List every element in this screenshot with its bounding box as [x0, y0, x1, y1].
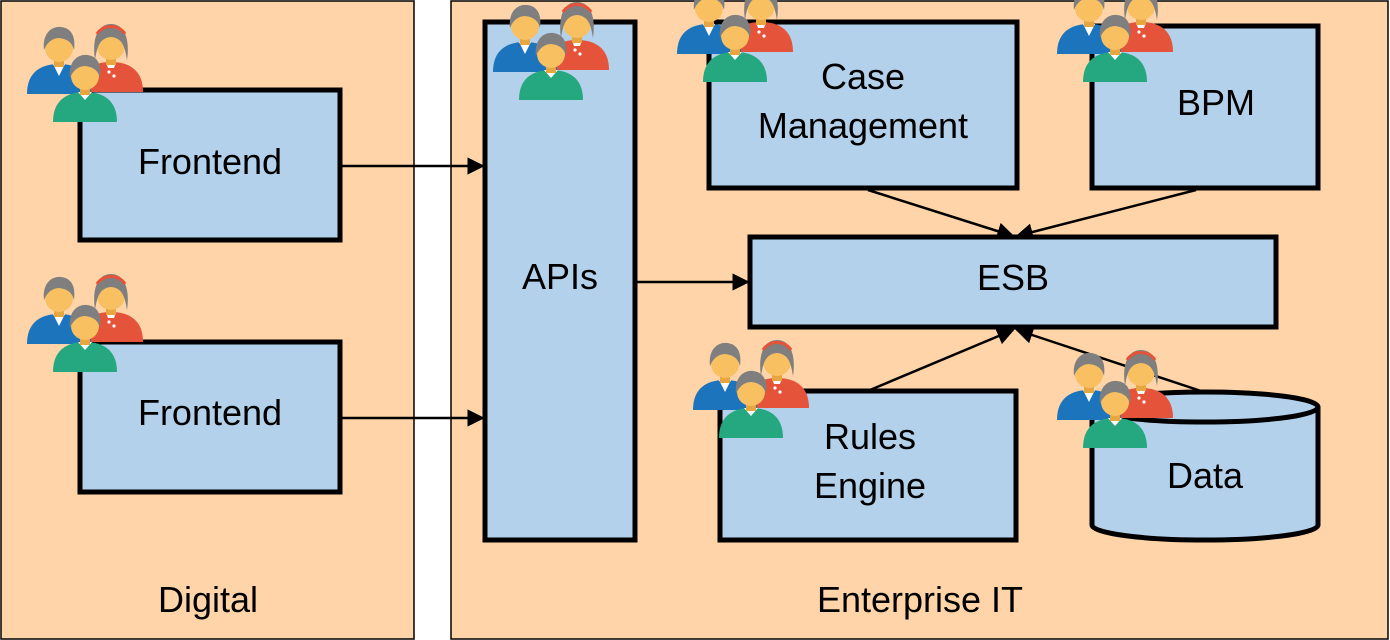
arrow-case-management-to-esb — [867, 188, 1015, 240]
connectors — [341, 157, 1205, 427]
rules-engine-label-line2: Engine — [814, 465, 926, 506]
enterprise-it-zone-label: Enterprise IT — [817, 579, 1023, 620]
arrow-bpm-to-esb — [1015, 188, 1197, 241]
arrow-data-to-esb — [1015, 326, 1205, 394]
esb-label: ESB — [977, 257, 1049, 298]
frontend-bottom-label: Frontend — [138, 392, 282, 433]
bpm-label: BPM — [1177, 82, 1255, 123]
esb-box: ESB — [747, 234, 1279, 330]
frontend-bottom-box: Frontend — [77, 339, 343, 495]
apis-label: APIs — [522, 256, 598, 297]
case-management-label-line1: Case — [821, 56, 905, 97]
case-management-label-line2: Management — [758, 105, 968, 146]
frontend-top-box: Frontend — [77, 87, 343, 243]
arrow-rules-engine-to-esb — [869, 328, 1015, 392]
frontend-top-label: Frontend — [138, 141, 282, 182]
apis-box: APIs — [482, 19, 638, 543]
bpm-box: BPM — [1089, 23, 1321, 191]
rules-engine-label-line1: Rules — [824, 416, 916, 457]
digital-zone-label: Digital — [158, 579, 258, 620]
data-label: Data — [1167, 455, 1244, 496]
